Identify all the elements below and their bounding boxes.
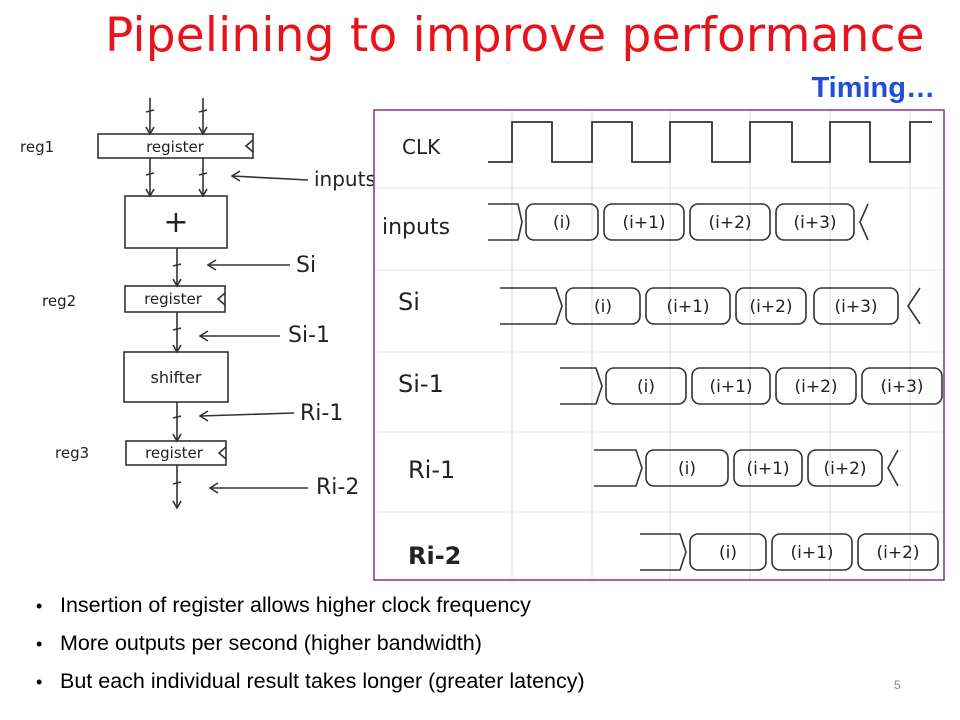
shifter-block-label: shifter (151, 368, 202, 387)
stage-label-reg3: reg3 (55, 444, 89, 462)
si-data-box-2 (645, 287, 731, 325)
timing-label-ri-2: Ri-2 (408, 542, 461, 570)
si-1-data-label-4: (i+3) (880, 377, 923, 397)
inputs-data-box-3 (689, 203, 771, 241)
si-data-label-2: (i+1) (666, 297, 709, 317)
si-1-data-box-3 (775, 367, 857, 405)
pipeline-diagram (97, 98, 309, 510)
si-data-box-4 (813, 287, 899, 325)
reg2-block-label: register (144, 290, 203, 308)
si-data-label-1: (i) (594, 297, 612, 317)
si-data-label-3: (i+2) (749, 297, 792, 317)
ri-2-data-box-1 (689, 533, 767, 571)
stage-label-reg1: reg1 (20, 138, 54, 156)
stage-label-reg2: reg2 (42, 292, 76, 310)
ri-1-data-box-1 (645, 449, 729, 487)
si-1-data-label-1: (i) (637, 377, 655, 397)
reg3-block-label: register (145, 444, 204, 462)
si-1-data-box-4 (861, 367, 943, 405)
inputs-data-label-3: (i+2) (708, 213, 751, 233)
inputs-data-box-2 (603, 203, 685, 241)
ri-2-data-label-1: (i) (719, 543, 737, 563)
ri-2-data-box-3 (857, 533, 939, 571)
inputs-data-box-4 (775, 203, 855, 241)
timing-label-clk: CLK (402, 135, 441, 159)
bullet-item: •Insertion of register allows higher clo… (36, 593, 531, 617)
page-number: 5 (894, 678, 901, 692)
ri-2-data-label-3: (i+2) (876, 543, 919, 563)
slide-subtitle: Timing… (811, 72, 935, 104)
timing-frame (373, 109, 945, 581)
inputs-data-box-1 (525, 203, 599, 241)
clk-waveform (488, 121, 932, 163)
si-1-data-box-1 (605, 367, 687, 405)
shifter-block (123, 351, 229, 403)
timing-label-inputs: inputs (382, 215, 450, 240)
inputs-label: inputs (314, 167, 376, 191)
signal-label-si: Si (296, 253, 316, 278)
si-1-data-label-2: (i+1) (709, 377, 752, 397)
timing-label-si: Si (398, 288, 420, 316)
reg1-block-label: register (146, 138, 205, 156)
bullet-text-3: But each individual result takes longer … (60, 669, 585, 693)
reg2-register-block (124, 285, 226, 313)
ri-1-data-box-2 (733, 449, 803, 487)
si-data-box-1 (565, 287, 641, 325)
ri-1-data-label-1: (i) (678, 459, 696, 479)
signal-label-ri-2: Ri-2 (316, 475, 359, 500)
adder-block-label: + (163, 205, 188, 240)
inputs-data-label-1: (i) (553, 213, 571, 233)
bullet-text-1: Insertion of register allows higher cloc… (60, 593, 531, 617)
inputs-data-label-2: (i+1) (622, 213, 665, 233)
inputs-data-label-4: (i+3) (793, 213, 836, 233)
bullet-list: •Insertion of register allows higher clo… (36, 586, 585, 700)
timing-label-ri-1: Ri-1 (408, 456, 455, 484)
reg3-register-block (125, 440, 227, 466)
timing-diagram (373, 109, 945, 581)
slide-title: Pipelining to improve performance (105, 8, 925, 63)
bullet-text-2: More outputs per second (higher bandwidt… (60, 631, 482, 655)
ri-1-data-label-2: (i+1) (746, 459, 789, 479)
reg1-register-block (97, 133, 254, 159)
adder-block (124, 195, 228, 249)
bullet-item: •More outputs per second (higher bandwid… (36, 631, 482, 655)
si-1-data-label-3: (i+2) (794, 377, 837, 397)
si-1-data-box-2 (691, 367, 771, 405)
signal-label-ri-1: Ri-1 (300, 401, 343, 426)
si-data-label-4: (i+3) (834, 297, 877, 317)
timing-label-si-1: Si-1 (398, 370, 444, 398)
bullet-item: •But each individual result takes longer… (36, 669, 585, 693)
signal-label-si-1: Si-1 (288, 323, 330, 348)
ri-1-data-box-3 (807, 449, 883, 487)
ri-1-data-label-3: (i+2) (823, 459, 866, 479)
ri-2-data-label-2: (i+1) (790, 543, 833, 563)
si-data-box-3 (735, 287, 807, 325)
ri-2-data-box-2 (771, 533, 853, 571)
